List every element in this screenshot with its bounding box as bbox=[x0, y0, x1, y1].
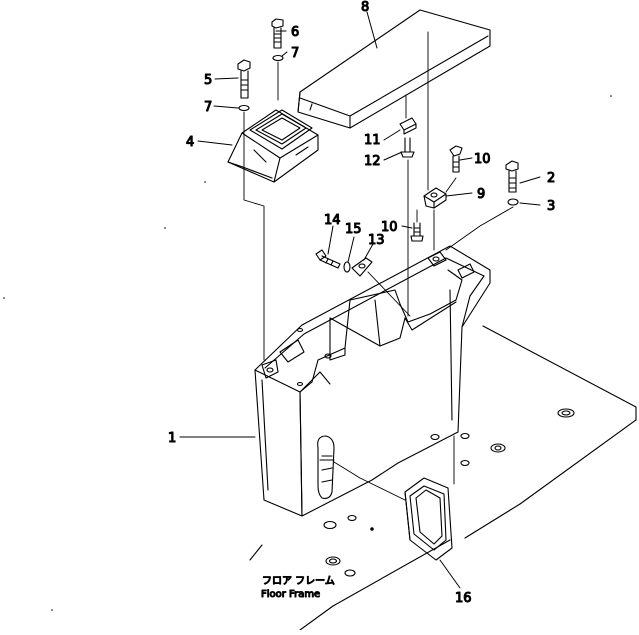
console-box bbox=[254, 245, 491, 517]
callout-7-upper: 7 bbox=[291, 46, 299, 61]
bolt-10-lower bbox=[410, 222, 424, 242]
cover-plate bbox=[227, 109, 319, 183]
washer-7-upper bbox=[272, 54, 284, 62]
callout-3: 3 bbox=[547, 199, 555, 214]
callout-2: 2 bbox=[547, 171, 555, 186]
bolt-6 bbox=[271, 18, 284, 49]
bolt-5 bbox=[237, 59, 251, 99]
clip-11 bbox=[399, 117, 417, 135]
callout-9: 9 bbox=[477, 187, 485, 202]
washer-3 bbox=[507, 198, 519, 206]
scan-specks bbox=[3, 95, 612, 611]
floor-frame-caption-en: Floor Frame bbox=[261, 589, 320, 600]
washer-7-lower bbox=[238, 104, 250, 112]
callout-8: 8 bbox=[361, 0, 369, 15]
callout-12: 12 bbox=[364, 154, 381, 169]
bolt-10-upper bbox=[449, 145, 463, 173]
leader-lines bbox=[179, 11, 541, 589]
callout-6: 6 bbox=[291, 25, 299, 40]
plate-13 bbox=[351, 257, 373, 277]
floor-frame bbox=[249, 325, 637, 631]
bolt-14 bbox=[315, 249, 341, 269]
callout-7-lower: 7 bbox=[204, 100, 212, 115]
floor-frame-caption-jp: フロア フレーム bbox=[262, 575, 335, 587]
callout-14: 14 bbox=[324, 213, 341, 228]
callout-16: 16 bbox=[455, 591, 472, 606]
bolt-2 bbox=[505, 160, 519, 193]
callout-10-lower: 10 bbox=[381, 220, 398, 235]
callout-15: 15 bbox=[345, 222, 362, 237]
callout-1: 1 bbox=[168, 431, 176, 446]
side-panel bbox=[404, 477, 453, 561]
alignment-lines bbox=[243, 31, 514, 501]
washer-15 bbox=[343, 261, 351, 273]
callout-11: 11 bbox=[364, 133, 381, 148]
callout-5: 5 bbox=[204, 73, 212, 88]
callout-13: 13 bbox=[368, 233, 385, 248]
bracket-9 bbox=[423, 187, 447, 209]
armrest-pad bbox=[297, 9, 491, 129]
callout-4: 4 bbox=[186, 135, 194, 150]
callout-10-upper: 10 bbox=[474, 152, 491, 167]
screw-12 bbox=[400, 137, 415, 158]
